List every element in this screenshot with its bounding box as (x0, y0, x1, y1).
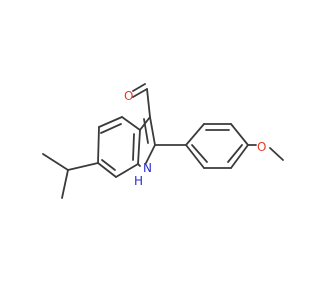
structure-canvas: O O N H (42, 83, 284, 199)
aldehyde-oxygen-label: O (124, 89, 133, 103)
bond (230, 144, 249, 169)
bond (137, 163, 141, 167)
molecule-structure: O O N H (42, 83, 284, 199)
bond-lines (42, 83, 284, 199)
bond (227, 144, 243, 163)
bond (132, 83, 146, 92)
bond (61, 169, 69, 199)
bond (97, 126, 100, 164)
bond (101, 159, 116, 171)
bond (67, 162, 99, 171)
bond (269, 147, 284, 161)
bond (149, 116, 156, 146)
ring-nitrogen-label: N (143, 161, 152, 175)
bond (132, 133, 135, 161)
nh-hydrogen-label: H (134, 174, 143, 188)
bond (191, 144, 208, 163)
bond (137, 129, 141, 165)
bond (100, 123, 122, 134)
bond (98, 116, 123, 128)
bond (146, 88, 151, 118)
atom-labels: O O N H (124, 89, 266, 188)
bond (143, 118, 149, 144)
bond (42, 153, 69, 171)
methoxy-oxygen-label: O (257, 140, 266, 154)
bond (121, 116, 141, 131)
bond (185, 123, 205, 146)
bond (115, 163, 139, 178)
bond (132, 88, 148, 98)
bond (97, 162, 117, 178)
bond (230, 123, 249, 146)
bond (185, 144, 205, 169)
bond (145, 144, 156, 164)
